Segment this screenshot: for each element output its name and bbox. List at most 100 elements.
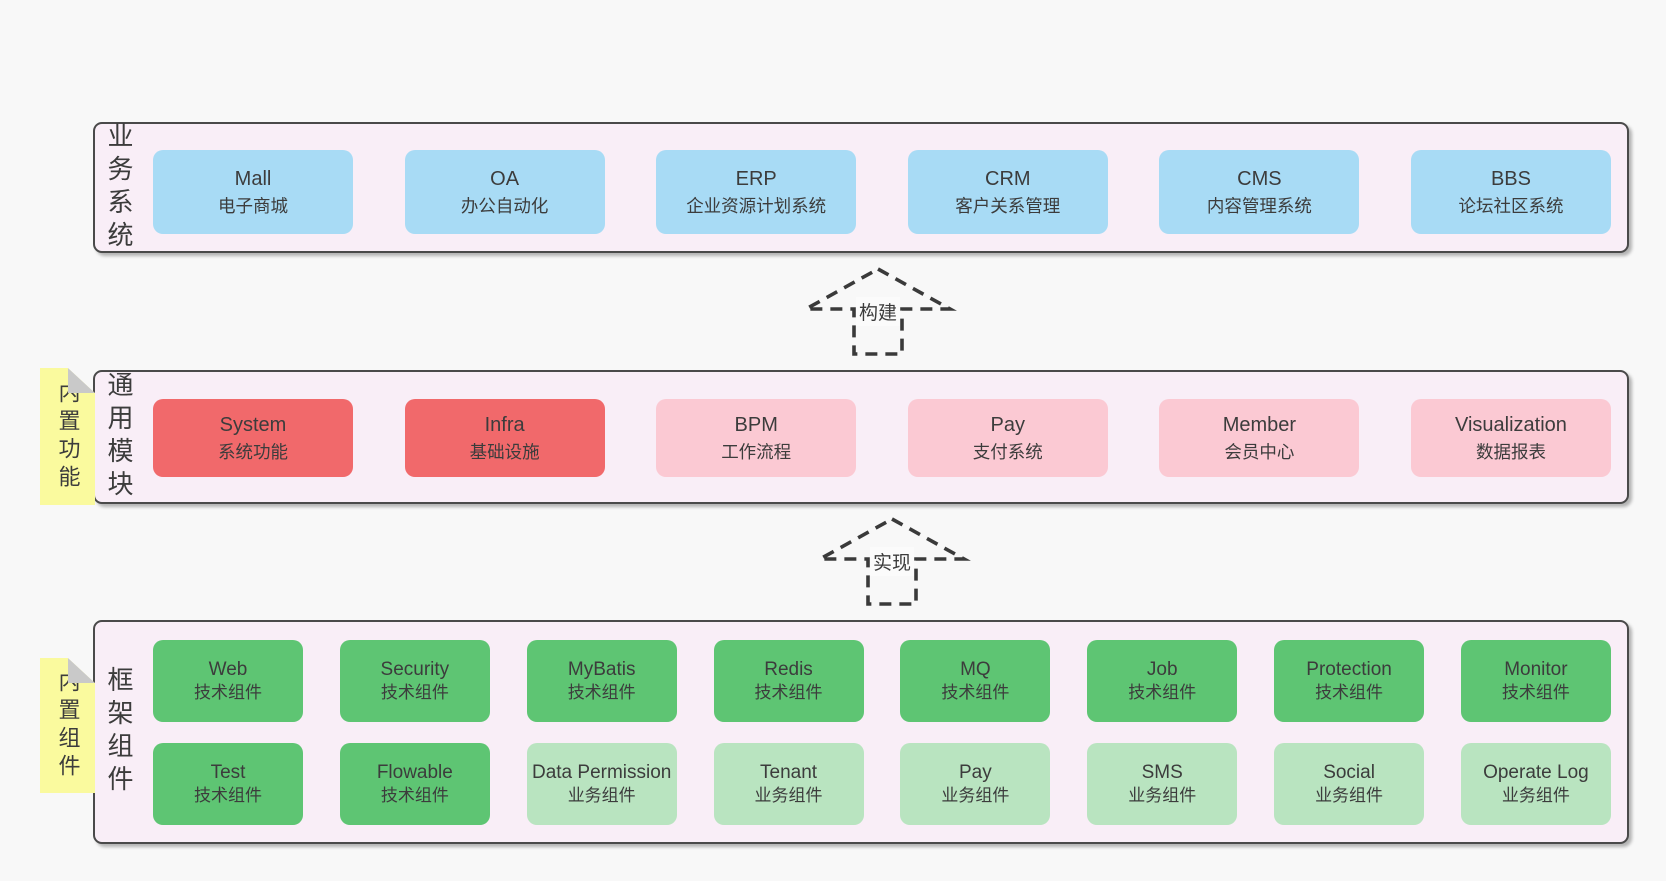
component-box-flowable: Flowable 技术组件 <box>339 743 490 825</box>
sticky-note-built-in-components: 内置组件 <box>40 658 95 793</box>
box-title: Data Permission <box>531 761 672 783</box>
box-subtitle: 企业资源计划系统 <box>686 195 827 216</box>
box-title: Job <box>1146 658 1178 680</box>
component-box-bpm: BPM 工作流程 <box>656 399 857 477</box>
box-subtitle: 内容管理系统 <box>1206 195 1312 216</box>
box-subtitle: 技术组件 <box>1315 683 1384 703</box>
sticky-note-label: 内置功能 <box>55 380 81 493</box>
box-title: Social <box>1323 761 1375 783</box>
box-title: SMS <box>1141 761 1183 783</box>
component-box-mq: MQ 技术组件 <box>900 640 1051 722</box>
box-subtitle: 业务组件 <box>1128 786 1197 806</box>
box-subtitle: 办公自动化 <box>460 195 549 216</box>
component-box-test: Test 技术组件 <box>153 743 303 825</box>
component-box-sms: SMS 业务组件 <box>1087 743 1238 825</box>
box-subtitle: 技术组件 <box>1501 683 1570 703</box>
box-title: Web <box>208 658 248 680</box>
component-box-security: Security 技术组件 <box>339 640 490 722</box>
box-subtitle: 技术组件 <box>941 683 1010 703</box>
box-subtitle: 技术组件 <box>380 683 449 703</box>
component-box-tenant: Tenant 业务组件 <box>713 743 864 825</box>
box-title: Redis <box>764 658 813 680</box>
component-box-data-permission: Data Permission 业务组件 <box>526 743 677 825</box>
box-title: Protection <box>1306 658 1392 680</box>
box-title: Pay <box>990 414 1026 437</box>
box-subtitle: 客户关系管理 <box>955 195 1061 216</box>
dashed-up-arrow-icon <box>813 516 971 606</box>
box-subtitle: 业务组件 <box>1315 786 1384 806</box>
box-title: Security <box>380 658 450 680</box>
component-box-job: Job 技术组件 <box>1087 640 1238 722</box>
arrow-label-implement: 实现 <box>869 547 915 576</box>
component-box-mall: Mall 电子商城 <box>153 150 353 234</box>
box-title: Pay <box>959 761 992 783</box>
layer-label-common-modules: 通用模块 <box>104 371 134 503</box>
box-title: OA <box>490 168 520 191</box>
arrow-label-build: 构建 <box>855 297 901 326</box>
arrow-implement: 实现 <box>812 516 972 608</box>
component-box-social: Social 业务组件 <box>1274 743 1425 825</box>
dashed-up-arrow-icon <box>799 266 957 356</box>
box-title: Flowable <box>376 761 453 783</box>
component-box-web: Web 技术组件 <box>153 640 303 722</box>
box-subtitle: 数据报表 <box>1475 441 1546 462</box>
box-subtitle: 技术组件 <box>1128 683 1197 703</box>
component-box-system: System 系统功能 <box>153 399 353 477</box>
component-box-bbs: BBS 论坛社区系统 <box>1410 150 1611 234</box>
box-subtitle: 业务组件 <box>1501 786 1570 806</box>
component-box-operate-log: Operate Log 业务组件 <box>1460 743 1611 825</box>
arrow-build: 构建 <box>798 266 958 358</box>
box-title: BBS <box>1490 168 1531 191</box>
box-title: Monitor <box>1504 658 1568 680</box>
box-title: BPM <box>734 414 778 437</box>
box-subtitle: 论坛社区系统 <box>1458 195 1564 216</box>
box-title: System <box>219 414 287 437</box>
component-box-pay: Pay 业务组件 <box>900 743 1051 825</box>
box-subtitle: 电子商城 <box>218 195 288 216</box>
box-subtitle: 工作流程 <box>721 441 792 462</box>
sticky-note-built-in-features: 内置功能 <box>40 368 95 505</box>
box-title: Test <box>210 761 246 783</box>
box-subtitle: 系统功能 <box>218 441 288 462</box>
box-title: Member <box>1222 414 1297 437</box>
box-title: ERP <box>735 168 777 191</box>
box-title: Visualization <box>1455 414 1567 437</box>
box-subtitle: 业务组件 <box>941 786 1010 806</box>
sticky-note-label: 内置组件 <box>55 669 81 782</box>
box-subtitle: 业务组件 <box>567 786 636 806</box>
component-box-infra: Infra 基础设施 <box>404 399 605 477</box>
component-box-member: Member 会员中心 <box>1159 399 1360 477</box>
box-subtitle: 支付系统 <box>972 441 1043 462</box>
box-subtitle: 技术组件 <box>194 683 262 703</box>
component-box-erp: ERP 企业资源计划系统 <box>656 150 857 234</box>
box-title: Operate Log <box>1483 761 1589 783</box>
layer-label-framework-components: 框架组件 <box>104 666 134 798</box>
component-box-pay: Pay 支付系统 <box>907 399 1108 477</box>
box-subtitle: 基础设施 <box>469 441 540 462</box>
component-box-oa: OA 办公自动化 <box>404 150 605 234</box>
box-subtitle: 会员中心 <box>1224 441 1295 462</box>
box-subtitle: 技术组件 <box>380 786 449 806</box>
box-subtitle: 技术组件 <box>754 683 823 703</box>
box-title: MQ <box>960 658 991 680</box>
component-box-monitor: Monitor 技术组件 <box>1460 640 1611 722</box>
box-title: Tenant <box>760 761 818 783</box>
box-subtitle: 业务组件 <box>754 786 823 806</box>
box-title: Infra <box>484 414 525 437</box>
component-box-visualization: Visualization 数据报表 <box>1410 399 1611 477</box>
component-box-redis: Redis 技术组件 <box>713 640 864 722</box>
box-title: MyBatis <box>567 658 636 680</box>
box-subtitle: 技术组件 <box>194 786 262 806</box>
box-row-modules: System 系统功能 Infra 基础设施 BPM 工作流程 Pay 支付系统 Member 会… <box>153 399 1611 477</box>
box-title: Mall <box>234 168 272 191</box>
layer-label-business-systems: 业务系统 <box>104 121 134 254</box>
